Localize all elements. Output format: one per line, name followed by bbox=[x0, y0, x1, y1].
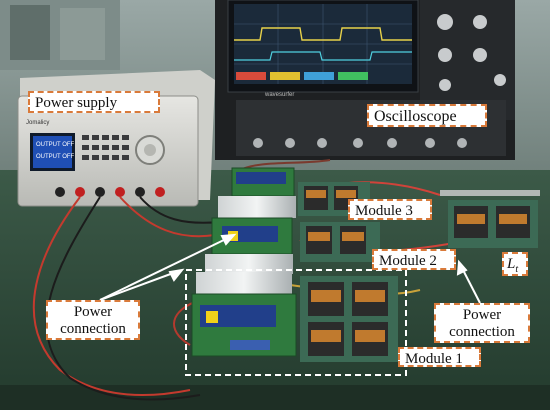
power-connection-left-label: Power connection bbox=[46, 300, 140, 340]
svg-text:Jomalicy: Jomalicy bbox=[26, 120, 49, 126]
power-supply-label: Power supply bbox=[28, 91, 160, 113]
oscilloscope-unit: wavesurfer bbox=[215, 0, 515, 160]
power-connection-right-label: Power connection bbox=[434, 303, 530, 343]
inductor-lt-main: L bbox=[507, 256, 516, 272]
module2-label: Module 2 bbox=[372, 249, 456, 270]
module3-label: Module 3 bbox=[348, 199, 432, 220]
inductor-lt-label: Lt bbox=[502, 252, 528, 276]
module1-label: Module 1 bbox=[398, 347, 481, 367]
svg-text:wavesurfer: wavesurfer bbox=[264, 92, 294, 98]
module1-highlight-box bbox=[185, 269, 407, 376]
svg-text:OUTPUT OFF: OUTPUT OFF bbox=[36, 142, 75, 148]
inductor-lt-subscript: t bbox=[515, 264, 519, 275]
inductor-modules bbox=[298, 182, 540, 362]
oscilloscope-label: Oscilloscope bbox=[367, 104, 487, 127]
svg-text:OUTPUT OFF: OUTPUT OFF bbox=[36, 154, 75, 160]
power-supply-unit: OUTPUT OFF OUTPUT OFF Jomalicy bbox=[17, 70, 215, 207]
annotation-arrows bbox=[99, 233, 481, 304]
